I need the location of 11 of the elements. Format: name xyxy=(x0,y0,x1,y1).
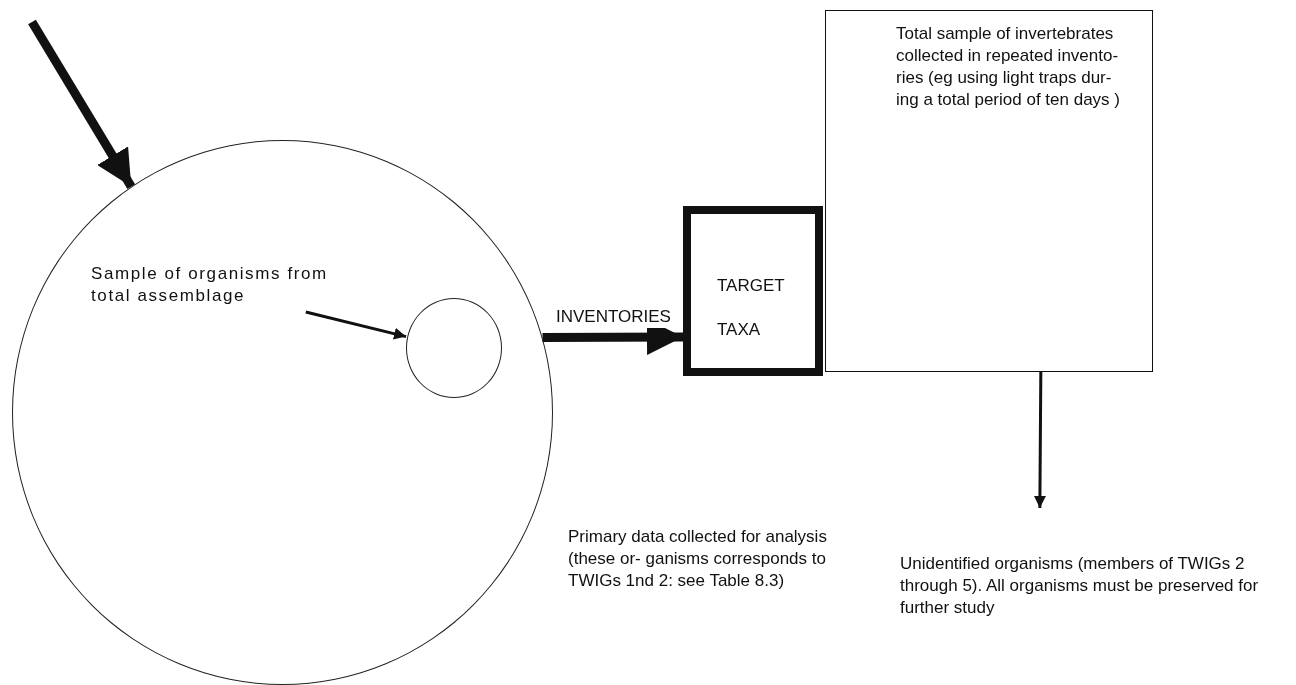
outline-box xyxy=(825,10,1153,372)
thick-box xyxy=(683,206,823,376)
circle-outline xyxy=(12,140,553,685)
arrow xyxy=(1033,372,1046,508)
annotation-text: Sample of organisms from total assemblage xyxy=(91,263,329,308)
box-text: TARGET TAXA xyxy=(717,275,786,342)
note-text: Primary data collected for analysis (these or- ganisms corresponds to TWIGs 1nd 2: see Table 8.3) xyxy=(568,526,828,593)
arrow xyxy=(305,310,407,340)
thick-arrow xyxy=(28,19,136,189)
annotation-text: Unidentified organisms (members of TWIGs 2 through 5). All organisms must be preserved for further study xyxy=(900,553,1260,620)
box-text: Total sample of invertebrates collected in repeated invento- ries (eg using light traps dur- ing a total period of ten days ) xyxy=(896,23,1121,112)
